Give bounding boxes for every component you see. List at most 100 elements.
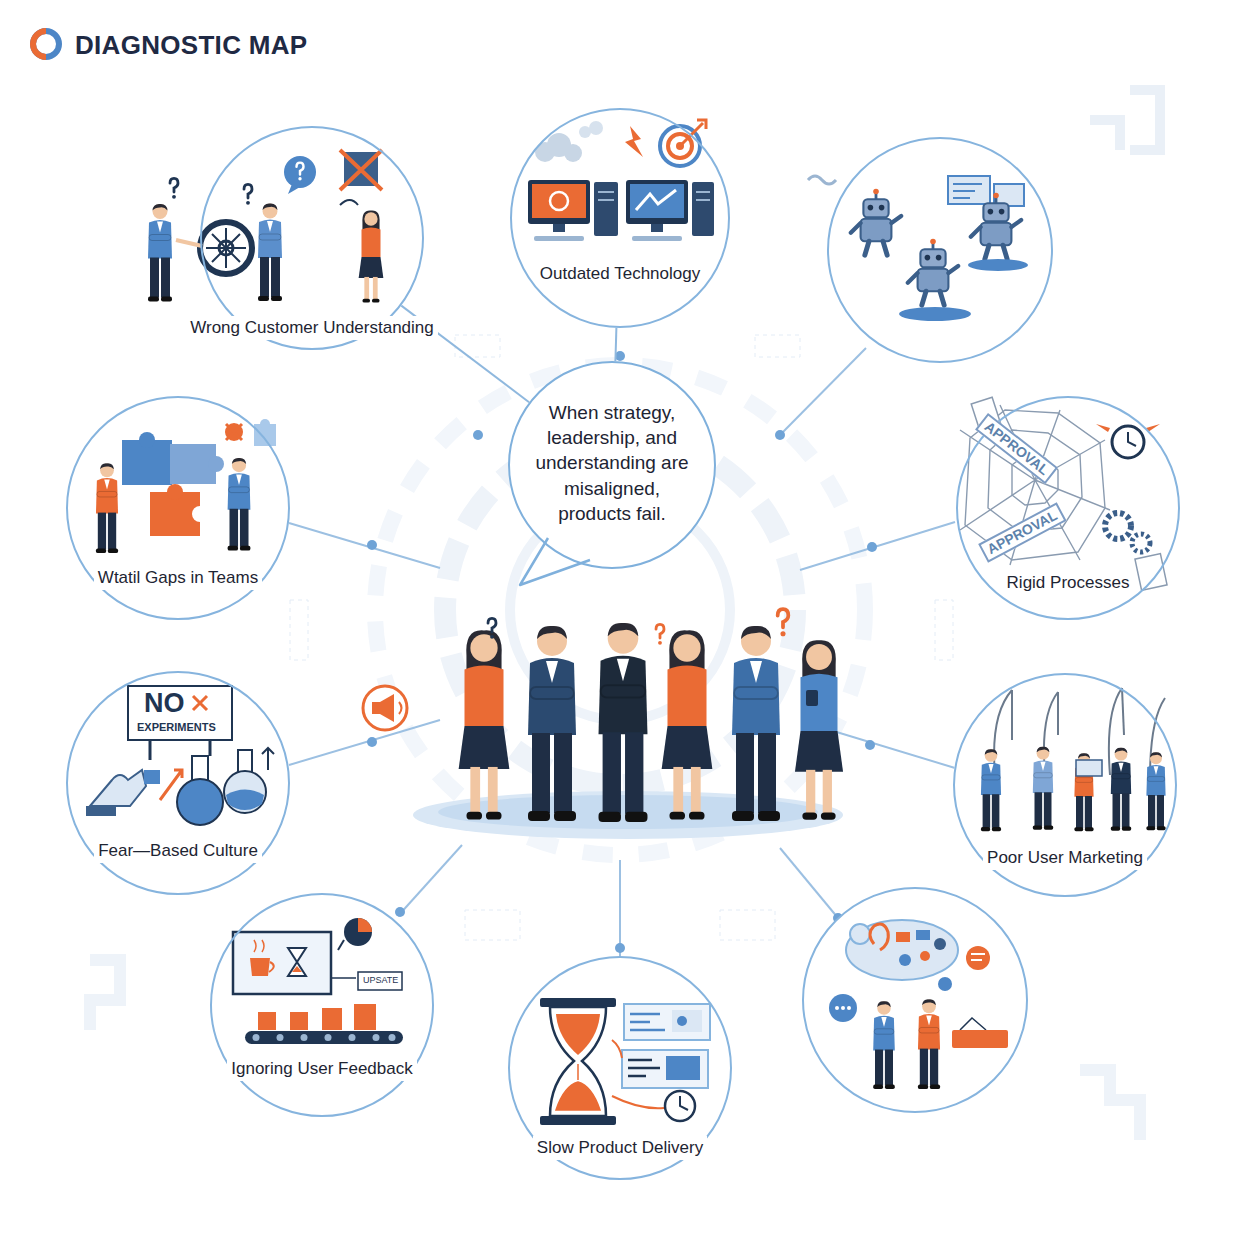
wire-dots-circle: [615, 943, 625, 953]
slow-delivery-scene-rect: [540, 1116, 616, 1125]
robots-scene-ellipse: [899, 307, 971, 321]
bubble-tail-path: [520, 538, 590, 585]
wrong-customer-scene-path: [288, 184, 300, 194]
robots-scene-path: [808, 176, 836, 184]
wrong-customer-scene-use: [258, 203, 282, 301]
wire-dots: [367, 351, 877, 953]
user-feedback-scene-g-circle: [253, 1034, 260, 1041]
slow-delivery-scene-path: [680, 1096, 688, 1110]
robots-scene: [808, 176, 1028, 321]
wire-dots-circle: [367, 540, 377, 550]
circle-grounds-circle: [508, 361, 716, 569]
listening-scene-rect: [916, 930, 930, 940]
wrong-customer-scene-use: [170, 178, 178, 198]
circle-grounds-circle: [66, 396, 290, 620]
user-feedback-scene-path: [338, 940, 344, 950]
slow-delivery-scene-rect: [672, 1010, 702, 1032]
circle-label: Ignoring User Feedback: [227, 1057, 416, 1080]
circle-label: Wrong Customer Understanding: [186, 316, 437, 339]
slow-delivery-scene: [540, 998, 710, 1125]
slow-delivery-scene-circle: [677, 1016, 687, 1026]
center-team: [363, 609, 843, 839]
wrong-customer-scene-use: [359, 210, 384, 302]
circle-grounds: [66, 108, 1180, 1180]
center-team-circle: [363, 686, 407, 730]
problem-circle: Slow Product Delivery: [508, 956, 732, 1180]
outdated-technology-scene-rect: [630, 184, 684, 218]
user-marketing-scene-use: [1033, 747, 1053, 830]
center-team-use: [599, 623, 648, 822]
user-feedback-scene-g-circle: [325, 1034, 332, 1041]
user-marketing-scene-g-path: [1057, 692, 1059, 735]
background-rings-circle: [375, 365, 865, 855]
user-feedback-scene-g-circle: [277, 1034, 284, 1041]
layout-wires-line: [398, 845, 462, 916]
center-team-rect: [806, 690, 818, 706]
wrong-customer-scene-use: [297, 163, 304, 181]
wrong-customer-scene-g: [200, 222, 252, 274]
outdated-technology-scene-rect: [632, 236, 682, 241]
center-team-path: [399, 702, 402, 714]
background-rings-rect: [755, 335, 800, 357]
fear-culture-scene-path: [193, 696, 207, 710]
outdated-technology-scene-rect: [692, 182, 714, 236]
outdated-technology-scene-path: [625, 126, 643, 157]
user-feedback-scene-g-circle: [301, 1034, 308, 1041]
fear-culture-scene-circle: [224, 771, 266, 813]
circle-grounds-circle: [510, 108, 730, 328]
outdated-technology-scene-path: [598, 192, 614, 200]
wrong-customer-scene-use: [148, 204, 172, 302]
background-rings-rect: [455, 335, 500, 357]
problem-circle: Poor User Marketing: [953, 673, 1177, 897]
stamp-text: APPROVAL: [978, 502, 1066, 563]
wrong-customer-scene-path: [340, 150, 382, 190]
rigid-process-icons-path: [1128, 432, 1136, 446]
wrong-customer-scene: [148, 150, 383, 303]
user-feedback-scene-rect: [233, 932, 331, 994]
user-marketing-scene-use: [1111, 748, 1131, 831]
center-team-use: [656, 624, 664, 644]
listening-scene-path: [960, 1018, 986, 1030]
user-feedback-scene: [233, 918, 403, 1044]
user-marketing-scene-g-path: [1122, 688, 1124, 735]
listening-scene-g-circle: [847, 1006, 851, 1010]
fear-culture-scene-rect: [144, 770, 160, 784]
team-gaps-scene-circle: [167, 484, 183, 500]
layout-wires-line: [830, 730, 955, 768]
wrong-customer-scene-use: [244, 184, 252, 204]
rigid-process-icons-circle: [1112, 426, 1144, 458]
center-team-use: [662, 630, 713, 819]
rigid-process-scene-path: [960, 405, 1110, 565]
fear-culture-scene-circle: [177, 779, 223, 825]
wire-dots-circle: [867, 542, 877, 552]
slow-delivery-scene-rect: [540, 998, 616, 1007]
user-feedback-scene-rect: [258, 1012, 276, 1030]
circle-grounds-circle: [953, 673, 1177, 897]
team-gaps-scene-circle: [225, 423, 243, 441]
layout-wires-line: [289, 523, 440, 568]
listening-scene-rect: [896, 932, 910, 942]
listening-scene-g-circle: [841, 1006, 845, 1010]
slow-delivery-scene-path: [628, 1060, 660, 1076]
background-rings-rect: [720, 910, 775, 940]
background-rings-path: [90, 960, 120, 1030]
fear-culture-scene-line: [209, 740, 212, 756]
layout-wires-line: [289, 720, 440, 765]
outdated-technology-scene-circle: [550, 192, 568, 210]
team-gaps-scene-circle: [208, 456, 224, 472]
circle-grounds-circle: [956, 396, 1180, 620]
robots-scene-ellipse: [968, 259, 1028, 271]
wrong-customer-scene-path: [340, 200, 358, 205]
robots-scene-use: [908, 239, 958, 306]
wrong-customer-scene-g-path: [206, 228, 246, 268]
outdated-technology-scene-rect: [532, 184, 586, 218]
outdated-technology-scene-circle: [589, 121, 603, 135]
outdated-technology-scene-rect: [651, 224, 663, 232]
wire-dots-circle: [473, 430, 483, 440]
center-team-use: [528, 626, 576, 821]
outdated-technology-scene-circle: [564, 144, 582, 162]
user-marketing-scene-rect: [1076, 760, 1102, 776]
background-rings-rect: [290, 600, 308, 660]
